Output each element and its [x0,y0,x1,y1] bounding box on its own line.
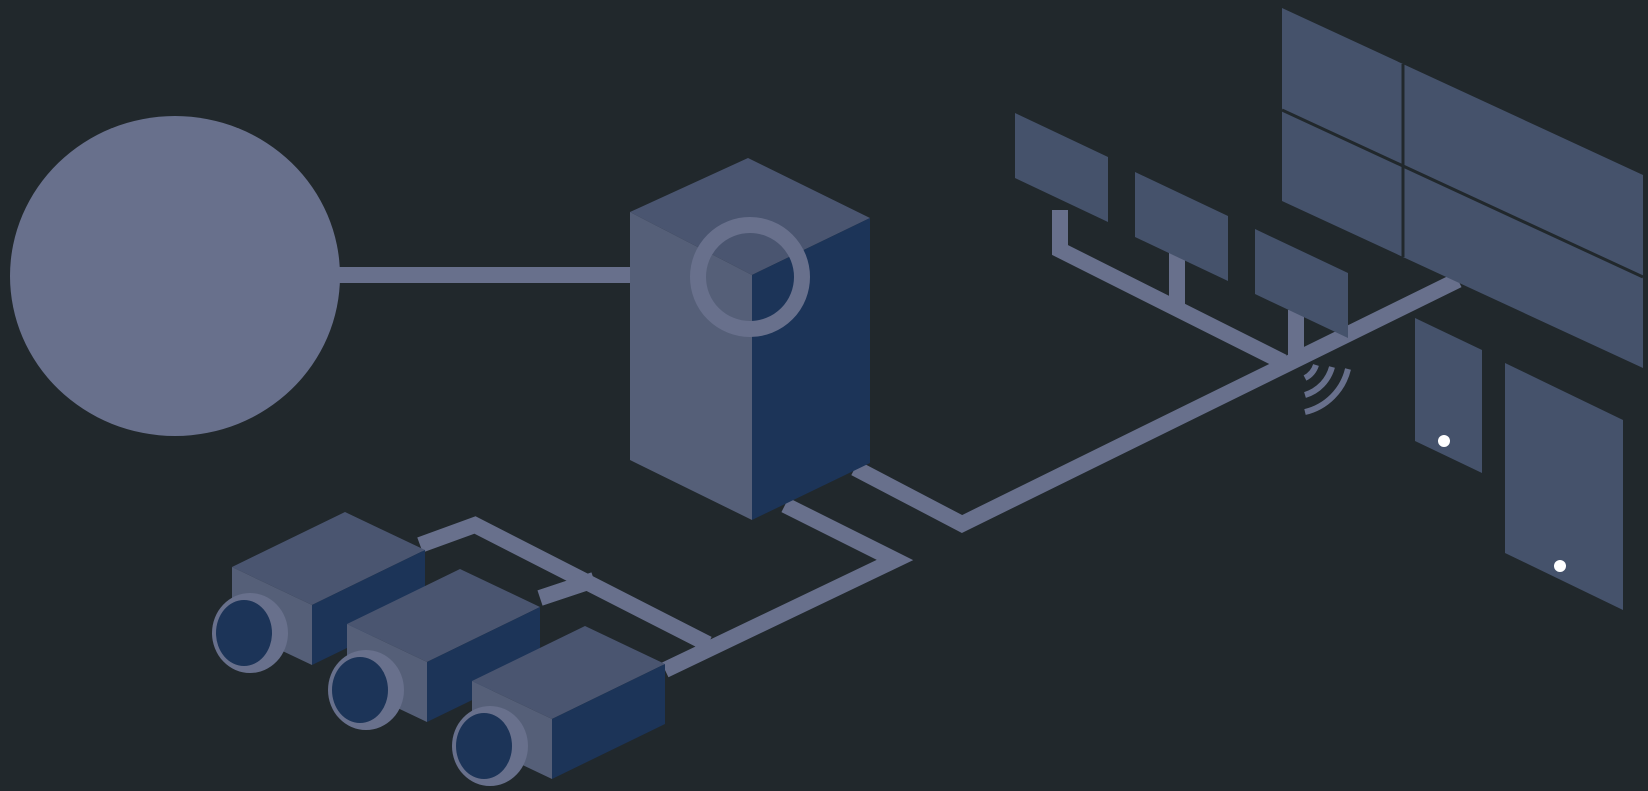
monitor-icon [1255,229,1348,338]
camera-icon [328,569,540,730]
server-right [752,218,870,520]
monitor-icon [1015,113,1108,222]
monitor-icon [1135,172,1228,281]
cable-camera-1 [417,516,712,652]
video-wall-icon [1281,8,1644,368]
cable-server-trunk [851,272,1462,533]
server-top [630,158,870,275]
camera-icon [212,512,425,673]
phone-icon [1505,363,1623,610]
cable-monitors [1052,210,1287,370]
server-connector-ring [690,217,810,337]
wifi-icon [1303,363,1351,415]
server-tower-icon [630,158,870,520]
tablet-indicator [1438,435,1450,447]
phone-indicator [1554,560,1566,572]
cable-camera-2 [537,572,597,606]
camera-icon [452,626,665,786]
cable-server-cameras [661,497,914,678]
server-left [630,212,752,520]
circle-node-icon [10,116,340,436]
tablet-icon [1415,318,1482,473]
